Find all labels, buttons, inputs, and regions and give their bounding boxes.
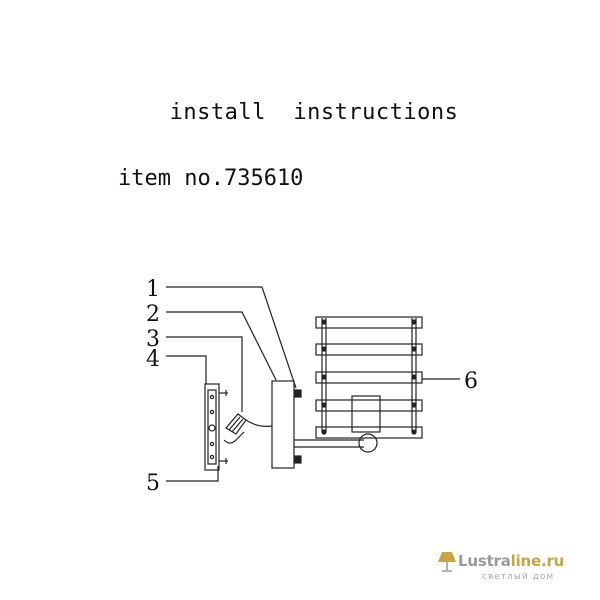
item-number: item no.735610 [118, 166, 304, 191]
callout-2: 2 [146, 302, 160, 327]
canopy-nut-top [294, 389, 302, 398]
lamp-socket [351, 395, 381, 433]
watermark-brand: Lustraline.ru [458, 552, 565, 570]
arm-joint [358, 433, 378, 453]
lamp-arm [294, 439, 364, 448]
terminal-block [223, 413, 273, 444]
watermark: Lustraline.ru светлый дом [430, 550, 580, 590]
glass-slats [315, 316, 423, 439]
canopy-nut-bottom [294, 455, 302, 464]
callout-4: 4 [146, 347, 160, 372]
callout-1: 1 [146, 277, 160, 302]
lamp-logo-icon [438, 552, 456, 572]
leader-line-4 [166, 355, 207, 384]
callout-3: 3 [146, 327, 160, 352]
mounting-plate [204, 383, 220, 471]
leader-line-5 [166, 466, 219, 482]
canopy [271, 380, 295, 469]
watermark-tagline: светлый дом [482, 572, 555, 582]
leader-line-2 [166, 311, 277, 381]
leader-line-1 [166, 286, 297, 389]
leader-line-3 [166, 336, 243, 412]
callout-5: 5 [146, 471, 160, 496]
page-title: install instructions [169, 100, 459, 125]
mounting-screws [219, 390, 228, 464]
slat-clips [321, 319, 417, 435]
callout-6: 6 [464, 369, 478, 394]
shade-frame [321, 318, 417, 432]
